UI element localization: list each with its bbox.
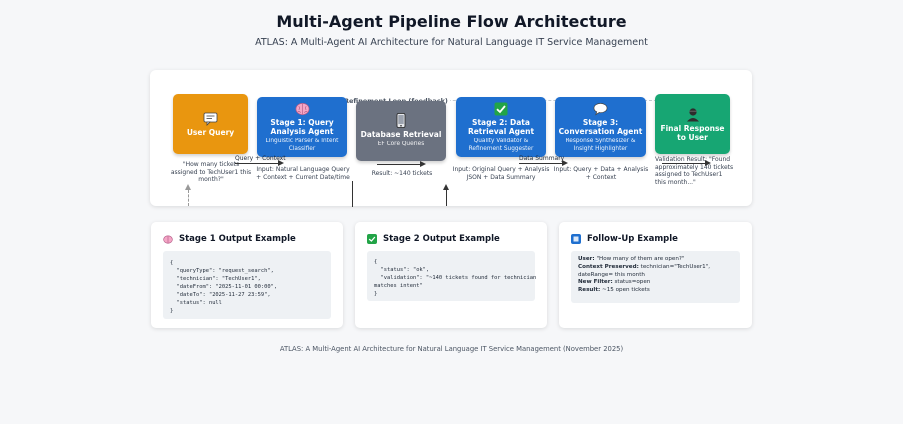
caption-user-query: "How many tickets assigned to TechUser1 … <box>170 161 252 183</box>
caption-stage1: Input: Natural Language Query + Context … <box>256 166 350 181</box>
stage1-output-example-panel: Stage 1 Output Example { "queryType": "r… <box>151 222 343 328</box>
footer-citation: ATLAS: A Multi-Agent AI Architecture for… <box>279 345 624 353</box>
phone-icon <box>394 113 409 129</box>
panel-title: Stage 1 Output Example <box>163 234 296 244</box>
follow-up-filter-line: New Filter: status=open <box>578 279 651 286</box>
follow-up-user-line: User: "How many of them are open?" <box>578 256 685 262</box>
node-final-response: Final Response to User <box>655 94 730 154</box>
person-icon <box>685 107 700 122</box>
node-subtitle: Linguistic Parser & Intent Classifier <box>265 138 339 152</box>
speech-bubble-icon <box>203 111 218 126</box>
up-arrowhead <box>185 184 191 190</box>
arrowhead <box>278 160 284 166</box>
edge-stage3-to-final <box>662 163 706 164</box>
follow-up-example-panel: Follow-Up Example User: "How many of the… <box>559 222 752 328</box>
node-title: Stage 2: Data Retrieval Agent <box>467 118 535 136</box>
node-title: Database Retrieval <box>360 130 442 140</box>
edge-label-data-summary: Data Summary <box>519 155 565 162</box>
caption-stage3: Input: Query + Data + Analysis + Context <box>553 166 649 181</box>
node-database-retrieval: Database Retrieval EF Core Queries <box>356 101 446 161</box>
brain-icon <box>163 234 173 244</box>
node-title: Stage 3: Conversation Agent <box>558 118 643 136</box>
follow-up-context-line: Context Preserved: technician="TechUser1… <box>578 263 711 278</box>
flow-diagram-card <box>150 70 752 206</box>
edge-stage2-to-stage3 <box>519 163 563 164</box>
node-title: Final Response to User <box>660 123 725 142</box>
panel-title: Stage 2 Output Example <box>367 234 500 244</box>
edge-label-query-context: Query + Context <box>235 155 286 162</box>
node-title: Stage 1: Query Analysis Agent <box>270 118 334 136</box>
caption-db: Result: ~140 tickets <box>371 170 433 177</box>
up-arrowhead <box>443 184 449 190</box>
square-icon <box>571 234 581 244</box>
check-icon <box>494 101 509 116</box>
edge-user-to-stage1 <box>235 163 279 164</box>
arrowhead <box>420 161 426 167</box>
page-title: Multi-Agent Pipeline Flow Architecture <box>276 12 627 31</box>
arrowhead <box>562 160 568 166</box>
node-subtitle: Quality Validator & Refinement Suggester <box>468 138 534 152</box>
stage1-output-connector <box>352 181 353 207</box>
edge-stage1-to-db <box>377 164 421 165</box>
node-stage2-data-retrieval-agent: Stage 2: Data Retrieval Agent Quality Va… <box>456 97 546 157</box>
node-stage1-query-analysis-agent: Stage 1: Query Analysis Agent Linguistic… <box>257 97 347 157</box>
check-icon <box>367 234 377 244</box>
user-input-dashed-connector <box>188 190 189 206</box>
node-user-query: User Query <box>173 94 248 154</box>
stage2-json-output: { "status": "ok", "validation": "~140 ti… <box>367 251 536 301</box>
node-title: User Query <box>186 128 235 137</box>
follow-up-details: User: "How many of them are open?" Conte… <box>571 251 740 303</box>
brain-icon <box>295 101 310 116</box>
node-subtitle: EF Core Queries <box>377 141 425 148</box>
stage2-output-connector <box>446 190 447 206</box>
stage2-output-example-panel: Stage 2 Output Example { "status": "ok",… <box>355 222 547 328</box>
arrowhead <box>705 160 711 166</box>
stage1-json-output: { "queryType": "request_search", "techni… <box>163 251 331 319</box>
node-stage3-conversation-agent: Stage 3: Conversation Agent Response Syn… <box>555 97 646 157</box>
panel-title: Follow-Up Example <box>571 234 678 244</box>
caption-stage2: Input: Original Query + Analysis JSON + … <box>452 166 550 181</box>
follow-up-result-line: Result: ~15 open tickets <box>578 287 650 294</box>
chat-bubble-icon <box>593 101 608 116</box>
page-subtitle: ATLAS: A Multi-Agent AI Architecture for… <box>255 37 648 48</box>
caption-final: Validation Result: "Found approximately … <box>655 156 734 186</box>
node-subtitle: Response Synthesizer & Insight Highlight… <box>565 138 636 152</box>
